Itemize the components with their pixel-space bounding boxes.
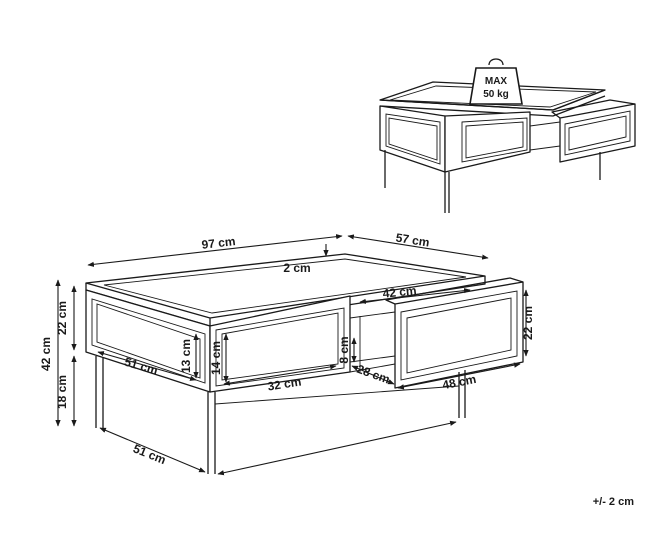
tolerance-note: +/- 2 cm: [593, 496, 634, 508]
side-panel-height-label: 13 cm: [179, 339, 193, 373]
drawer-width-label: 48 cm: [441, 372, 477, 392]
shelf-height-label: 8 cm: [337, 336, 351, 363]
inner-width-label: 42 cm: [382, 283, 417, 300]
front-panel-height-label: 14 cm: [209, 341, 223, 375]
max-weight-value: 50 kg: [483, 89, 509, 100]
preview-table: MAX 50 kg: [379, 58, 636, 213]
dimension-lines: [55, 234, 529, 476]
dimension-labels: 97 cm 57 cm 2 cm 42 cm 22 cm 42 cm 18 cm…: [39, 230, 535, 467]
depth-label: 57 cm: [395, 230, 431, 249]
width-label: 97 cm: [201, 234, 236, 252]
total-height-label: 42 cm: [39, 337, 53, 371]
leg-height-label: 18 cm: [55, 375, 69, 409]
front-panel-width-label: 32 cm: [266, 374, 302, 393]
base-depth-label: 51 cm: [131, 441, 168, 467]
top-rim-label: 2 cm: [283, 261, 310, 275]
drawer-height-label: 22 cm: [521, 306, 535, 340]
max-weight-icon: MAX 50 kg: [469, 58, 523, 105]
max-label: MAX: [485, 76, 508, 87]
top-height-label: 22 cm: [55, 301, 69, 335]
